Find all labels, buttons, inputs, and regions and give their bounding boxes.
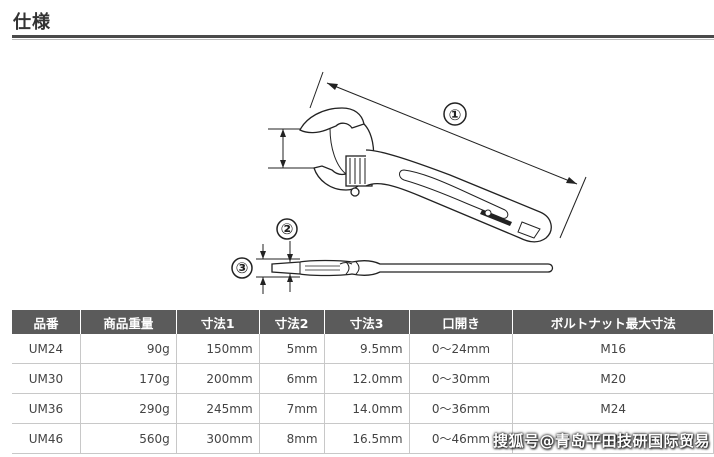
spec-table: 品番 商品重量 寸法1 寸法2 寸法3 口開き ボルトナット最大寸法 UM24 … [12,310,714,454]
cell-max-bolt: M24 [512,393,714,424]
page-title: 仕様 [13,12,51,33]
cell-jaw-opening: 0〜24mm [409,334,514,364]
col-header-part-no: 品番 [12,310,81,334]
col-header-dim1: 寸法1 [176,310,260,334]
cell-jaw-opening: 0〜36mm [409,393,514,424]
cell-dim2: 5mm [259,334,325,364]
cell-dim3: 16.5mm [324,423,410,454]
table-row: UM30 170g 200mm 6mm 12.0mm 0〜30mm M20 [12,363,714,394]
col-header-max-bolt: ボルトナット最大寸法 [512,310,714,334]
cell-dim3: 14.0mm [324,393,410,424]
cell-weight: 290g [80,393,177,424]
cell-weight: 90g [80,334,177,364]
col-header-jaw-opening: 口開き [409,310,514,334]
title-divider-thin [12,39,714,40]
cell-jaw-opening: 0〜46mm [409,423,514,454]
col-header-dim2: 寸法2 [259,310,325,334]
cell-dim1: 150mm [176,334,260,364]
cell-max-bolt: M30 [512,423,714,454]
cell-weight: 170g [80,363,177,394]
title-divider [12,35,714,38]
label-2: ② [281,220,294,238]
watermark-text: 搜狐号@青岛平田技研国际贸易 [493,432,711,450]
cell-dim2: 7mm [259,393,325,424]
cell-part-no: UM46 [12,423,81,454]
cell-dim1: 245mm [176,393,260,424]
table-header-row: 品番 商品重量 寸法1 寸法2 寸法3 口開き ボルトナット最大寸法 [12,310,714,334]
col-header-weight: 商品重量 [80,310,177,334]
cell-jaw-opening: 0〜30mm [409,363,514,394]
cell-dim1: 300mm [176,423,260,454]
cell-dim2: 8mm [259,423,325,454]
cell-part-no: UM30 [12,363,81,394]
col-header-dim3: 寸法3 [324,310,410,334]
table-row: UM24 90g 150mm 5mm 9.5mm 0〜24mm M16 [12,334,714,364]
cell-dim3: 12.0mm [324,363,410,394]
cell-dim1: 200mm [176,363,260,394]
table-row: UM36 290g 245mm 7mm 14.0mm 0〜36mm M24 [12,393,714,424]
cell-max-bolt: M20 [512,363,714,394]
cell-weight: 560g [80,423,177,454]
cell-part-no: UM36 [12,393,81,424]
cell-dim3: 9.5mm [324,334,410,364]
label-1: ① [449,106,462,124]
label-3: ③ [236,259,249,277]
cell-part-no: UM24 [12,334,81,364]
table-row: UM46 560g 300mm 8mm 16.5mm 0〜46mm M30 [12,423,714,454]
cell-max-bolt: M16 [512,334,714,364]
cell-dim2: 6mm [259,363,325,394]
wrench-diagram: ① ② ③ [231,71,587,294]
